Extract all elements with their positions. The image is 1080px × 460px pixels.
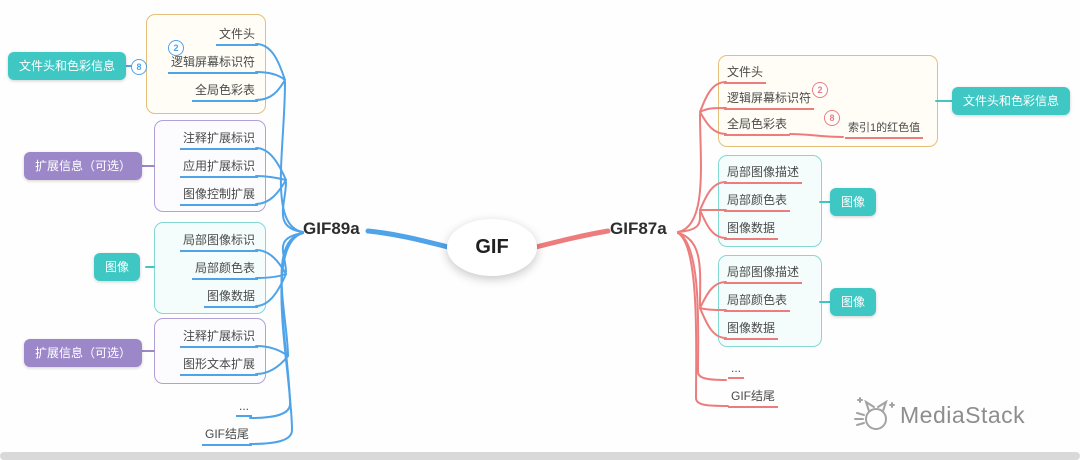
node-gif-trailer-right: GIF结尾 — [728, 386, 778, 408]
label-image-right-1: 图像 — [830, 188, 877, 216]
node-comment-extension-2: 注释扩展标识 — [154, 326, 258, 348]
node-local-color-table-r2: 局部颜色表 — [724, 290, 791, 312]
watermark: MediaStack — [850, 394, 1025, 436]
node-local-color-table-r1: 局部颜色表 — [724, 190, 791, 212]
node-global-color-table: 全局色彩表 — [146, 80, 258, 102]
badge-8-right: 8 — [824, 110, 840, 126]
node-global-color-table-right: 全局色彩表 — [724, 114, 791, 136]
label-header-color-info-left: 文件头和色彩信息 — [8, 52, 127, 80]
branch-label-gif89a: GIF89a — [303, 219, 360, 238]
badge-8-left: 8 — [131, 59, 147, 75]
node-plain-text-extension: 图形文本扩展 — [154, 354, 258, 376]
node-local-image-descriptor-r2: 局部图像描述 — [724, 262, 803, 284]
label-extension-optional-1: 扩展信息（可选） — [24, 152, 143, 180]
node-local-color-table-left: 局部颜色表 — [154, 258, 258, 280]
bottom-scroll-bar — [0, 452, 1080, 460]
branch-label-gif87a: GIF87a — [610, 219, 667, 238]
center-topic-label: GIF — [475, 236, 509, 258]
node-local-image-descriptor-left: 局部图像标识 — [154, 230, 258, 252]
node-local-image-descriptor-r1: 局部图像描述 — [724, 162, 803, 184]
node-file-header: 文件头 — [146, 24, 258, 46]
node-graphic-control-extension: 图像控制扩展 — [154, 184, 258, 206]
node-application-extension: 应用扩展标识 — [154, 156, 258, 178]
cat-logo-icon — [854, 397, 895, 430]
center-topic: GIF — [447, 219, 537, 276]
node-ellipsis-right: ... — [728, 360, 745, 379]
node-gif-trailer-left: GIF结尾 — [180, 424, 252, 446]
node-index1-red-value: 索引1的红色值 — [845, 118, 924, 139]
watermark-brand: MediaStack — [900, 401, 1026, 428]
badge-2-right: 2 — [812, 82, 828, 98]
label-image-left: 图像 — [94, 253, 141, 281]
node-ellipsis-left: ... — [192, 398, 252, 417]
node-file-header-right: 文件头 — [724, 62, 767, 84]
boundary-header-color-left — [146, 14, 266, 114]
label-extension-optional-2: 扩展信息（可选） — [24, 339, 143, 367]
boundary-image1-right — [718, 155, 822, 247]
node-logical-screen: 逻辑屏幕标识符 — [146, 52, 258, 74]
node-image-data-r1: 图像数据 — [724, 218, 779, 240]
badge-2-left: 2 — [168, 40, 184, 56]
label-image-right-2: 图像 — [830, 288, 877, 316]
node-image-data-r2: 图像数据 — [724, 318, 779, 340]
boundary-image-left — [154, 222, 266, 314]
label-header-color-info-right: 文件头和色彩信息 — [952, 87, 1071, 115]
boundary-header-color-right — [718, 55, 938, 147]
node-image-data-left: 图像数据 — [154, 286, 258, 308]
node-comment-extension: 注释扩展标识 — [154, 128, 258, 150]
node-logical-screen-right: 逻辑屏幕标识符 — [724, 88, 815, 110]
boundary-extension1-left — [154, 120, 266, 212]
